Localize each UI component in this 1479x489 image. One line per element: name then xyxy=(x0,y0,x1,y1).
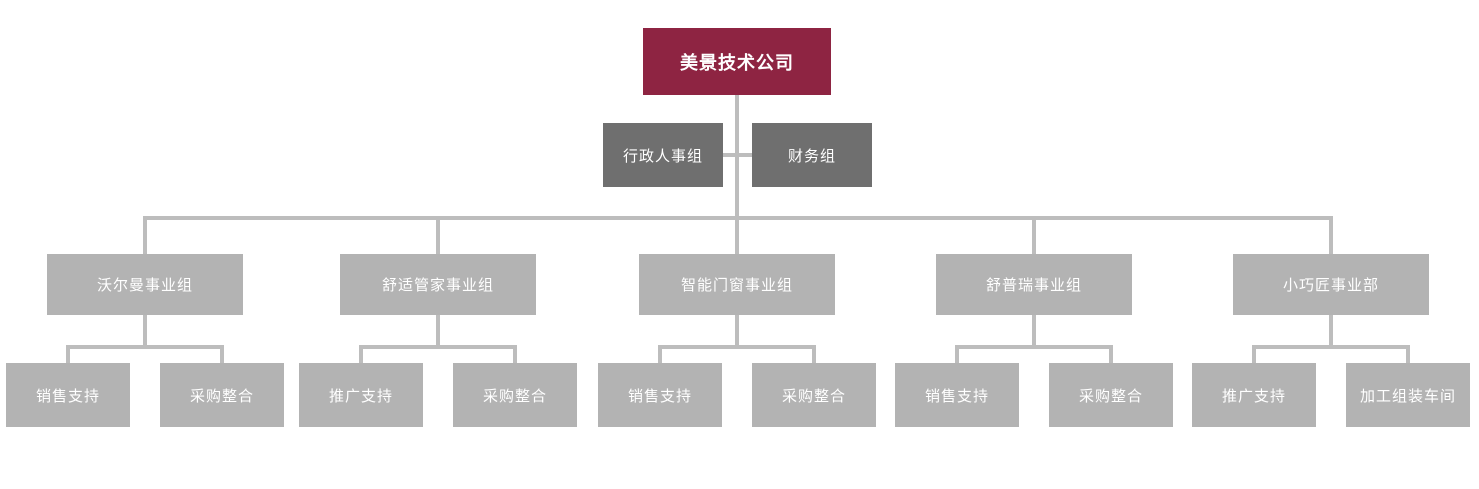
connector-subline-group-1 xyxy=(359,345,517,349)
connector-drop-dept-2-1 xyxy=(812,345,816,363)
connector-stub-group-1 xyxy=(436,315,440,349)
connector-subline-group-2 xyxy=(658,345,816,349)
connector-drop-dept-0-0 xyxy=(66,345,70,363)
connector-drop-division-0 xyxy=(143,216,147,254)
connector-subline-group-3 xyxy=(955,345,1113,349)
org-node-staff-admin-hr: 行政人事组 xyxy=(603,123,723,187)
org-node-dept-0-1: 采购整合 xyxy=(160,363,284,427)
org-node-dept-3-0: 销售支持 xyxy=(895,363,1019,427)
org-node-division-4: 小巧匠事业部 xyxy=(1233,254,1429,315)
connector-drop-division-1 xyxy=(436,216,440,254)
org-node-dept-3-1: 采购整合 xyxy=(1049,363,1173,427)
connector-drop-dept-2-0 xyxy=(658,345,662,363)
connector-drop-dept-3-1 xyxy=(1109,345,1113,363)
org-node-dept-0-0: 销售支持 xyxy=(6,363,130,427)
connector-drop-division-4 xyxy=(1329,216,1333,254)
connector-stub-group-2 xyxy=(735,315,739,349)
connector-drop-division-3 xyxy=(1032,216,1036,254)
org-node-staff-finance: 财务组 xyxy=(752,123,872,187)
org-node-dept-2-1: 采购整合 xyxy=(752,363,876,427)
connector-drop-dept-4-0 xyxy=(1252,345,1256,363)
connector-staff-cross-line xyxy=(723,153,752,157)
org-node-division-1: 舒适管家事业组 xyxy=(340,254,536,315)
connector-distribution-line xyxy=(143,216,1333,220)
org-node-dept-2-0: 销售支持 xyxy=(598,363,722,427)
org-node-dept-4-0: 推广支持 xyxy=(1192,363,1316,427)
org-node-dept-4-1: 加工组装车间 xyxy=(1346,363,1470,427)
connector-drop-dept-4-1 xyxy=(1406,345,1410,363)
connector-drop-dept-3-0 xyxy=(955,345,959,363)
connector-drop-dept-1-0 xyxy=(359,345,363,363)
org-node-division-2: 智能门窗事业组 xyxy=(639,254,835,315)
org-node-division-0: 沃尔曼事业组 xyxy=(47,254,243,315)
connector-stub-group-4 xyxy=(1329,315,1333,349)
connector-stub-group-3 xyxy=(1032,315,1036,349)
org-node-dept-1-1: 采购整合 xyxy=(453,363,577,427)
org-node-root: 美景技术公司 xyxy=(643,28,831,95)
connector-subline-group-0 xyxy=(66,345,224,349)
connector-trunk-line xyxy=(735,95,739,254)
connector-subline-group-4 xyxy=(1252,345,1410,349)
connector-drop-dept-1-1 xyxy=(513,345,517,363)
connector-stub-group-0 xyxy=(143,315,147,349)
org-node-dept-1-0: 推广支持 xyxy=(299,363,423,427)
connector-drop-dept-0-1 xyxy=(220,345,224,363)
org-node-division-3: 舒普瑞事业组 xyxy=(936,254,1132,315)
